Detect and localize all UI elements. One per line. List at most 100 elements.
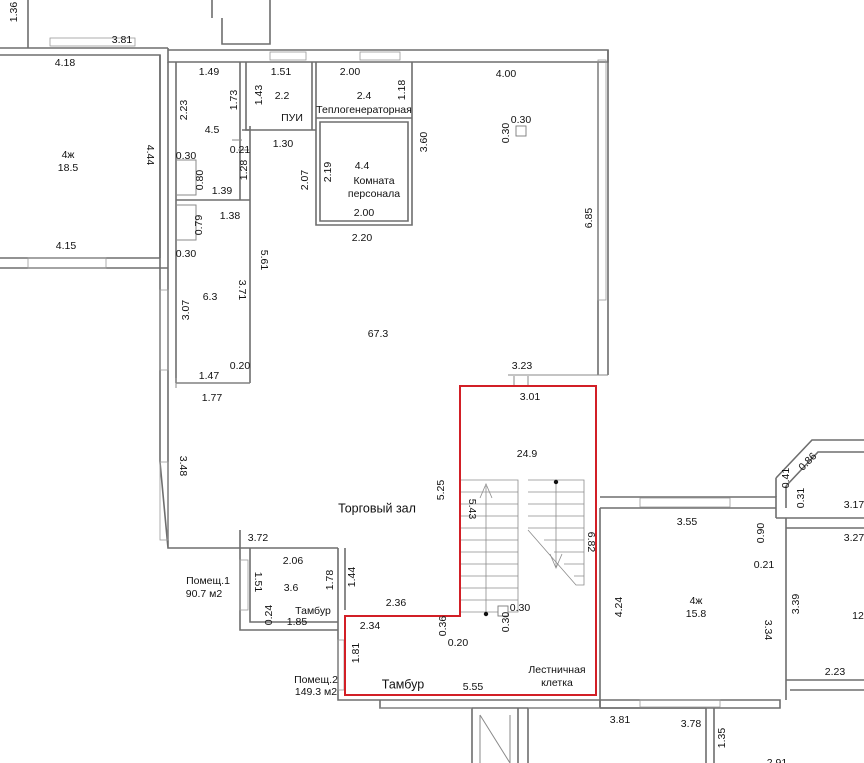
labels-layer: 1.363.814.184ж18.54.444.151.492.234.51.7… <box>8 2 864 763</box>
plan-label: 0.30 <box>510 602 531 614</box>
window <box>49 37 136 47</box>
window <box>269 51 307 61</box>
plan-label: 18.5 <box>58 162 79 174</box>
wall <box>245 62 316 131</box>
plan-label: 67.3 <box>368 328 389 340</box>
stair-dot <box>553 479 559 485</box>
plan-label: 0.36 <box>437 616 449 637</box>
window <box>159 289 169 371</box>
plan-label: 6.3 <box>203 291 218 303</box>
plan-label: 3.48 <box>177 456 189 477</box>
plan-label: 3.81 <box>112 34 133 46</box>
window <box>27 257 107 269</box>
plan-label: 0.30 <box>500 612 512 633</box>
plan-label: 3.23 <box>512 360 533 372</box>
plan-label: 1.28 <box>238 160 250 181</box>
stair-arrow <box>479 482 493 612</box>
plan-label: 3.34 <box>762 620 774 641</box>
plan-label: 3.17 <box>844 499 864 511</box>
window <box>159 461 169 541</box>
plan-label: 149.3 м2 <box>295 686 337 698</box>
plan-label: 1.51 <box>252 572 264 593</box>
plan-label: 2.23 <box>178 100 190 121</box>
plan-label: 0.79 <box>193 215 205 236</box>
plan-label: клетка <box>541 677 573 689</box>
plan-label: 1.77 <box>202 392 223 404</box>
plan-label: 0.30 <box>176 248 197 260</box>
plan-label: 0.31 <box>795 488 807 509</box>
plan-label: Тамбур <box>382 677 424 691</box>
window <box>639 497 731 508</box>
plan-label: 0.30 <box>511 114 532 126</box>
wall <box>239 530 346 631</box>
plan-label: 1.39 <box>212 185 233 197</box>
window <box>337 639 345 691</box>
plan-label: 3.71 <box>236 280 248 301</box>
plan-label: 5.55 <box>463 681 484 693</box>
plan-label: 3.78 <box>681 718 702 730</box>
plan-label: ПУИ <box>281 112 303 124</box>
plan-label: 1.73 <box>228 90 240 111</box>
wall <box>479 714 511 763</box>
plan-label: 1.51 <box>271 66 292 78</box>
plan-label: 2.00 <box>340 66 361 78</box>
plan-label: 4.5 <box>205 124 220 136</box>
wall <box>600 707 715 763</box>
plan-label: 4ж <box>690 595 703 607</box>
plan-label: 1.38 <box>220 210 241 222</box>
wall <box>0 54 168 269</box>
window <box>597 59 607 301</box>
plan-label: 3.55 <box>677 516 698 528</box>
plan-label: 4.4 <box>355 160 370 172</box>
plan-label: 1.36 <box>8 2 20 23</box>
plan-label: Лестничная <box>528 664 585 676</box>
plan-label: 3.60 <box>418 132 430 153</box>
plan-label: 0.30 <box>176 150 197 162</box>
wall <box>0 0 271 49</box>
wall <box>159 55 169 268</box>
plan-label: 1.44 <box>346 567 358 588</box>
plan-label: 4.00 <box>496 68 517 80</box>
plan-label: 2.2 <box>275 90 290 102</box>
plan-label: 90.7 м2 <box>186 588 223 600</box>
plan-label: 2.34 <box>360 620 381 632</box>
plan-label: 1.47 <box>199 370 220 382</box>
plan-label: 1.85 <box>287 616 308 628</box>
plan-label: 0.80 <box>194 170 206 191</box>
plan-label: 0.41 <box>780 468 792 489</box>
plan-label: 0.24 <box>263 605 275 626</box>
column <box>497 605 509 617</box>
wall <box>471 708 529 763</box>
wall <box>176 204 197 241</box>
plan-label: 0.90 <box>755 523 767 544</box>
plan-label: 6.85 <box>583 208 595 229</box>
plan-label: 4.24 <box>613 597 625 618</box>
plan-label: 2.91 <box>767 757 788 763</box>
plan-label: 5.61 <box>258 250 270 271</box>
plan-label: Помещ.1 <box>186 575 230 587</box>
highlighted-area-outline <box>344 385 597 696</box>
plan-label: 4.44 <box>144 145 156 166</box>
plan-label: 0.20 <box>230 360 251 372</box>
plan-label: 12 <box>852 610 864 622</box>
plan-label: Комната <box>353 175 394 187</box>
plan-label: Торговый зал <box>338 501 416 515</box>
plan-label: 3.07 <box>180 300 192 321</box>
plan-label: 0.21 <box>230 144 251 156</box>
plan-label: 5.25 <box>435 480 447 501</box>
wall <box>175 378 250 388</box>
column <box>515 125 527 137</box>
plan-label: 2.20 <box>352 232 373 244</box>
plan-label: 1.78 <box>324 570 336 591</box>
plan-label: 2.23 <box>825 666 846 678</box>
plan-label: 15.8 <box>686 608 707 620</box>
plan-label: 1.81 <box>350 643 362 664</box>
plan-label: 1.30 <box>273 138 294 150</box>
plan-label: 3.39 <box>790 594 802 615</box>
wall <box>508 374 608 387</box>
wall <box>776 517 864 700</box>
plan-label: персонала <box>348 188 400 200</box>
plan-label: Тамбур <box>295 605 331 617</box>
